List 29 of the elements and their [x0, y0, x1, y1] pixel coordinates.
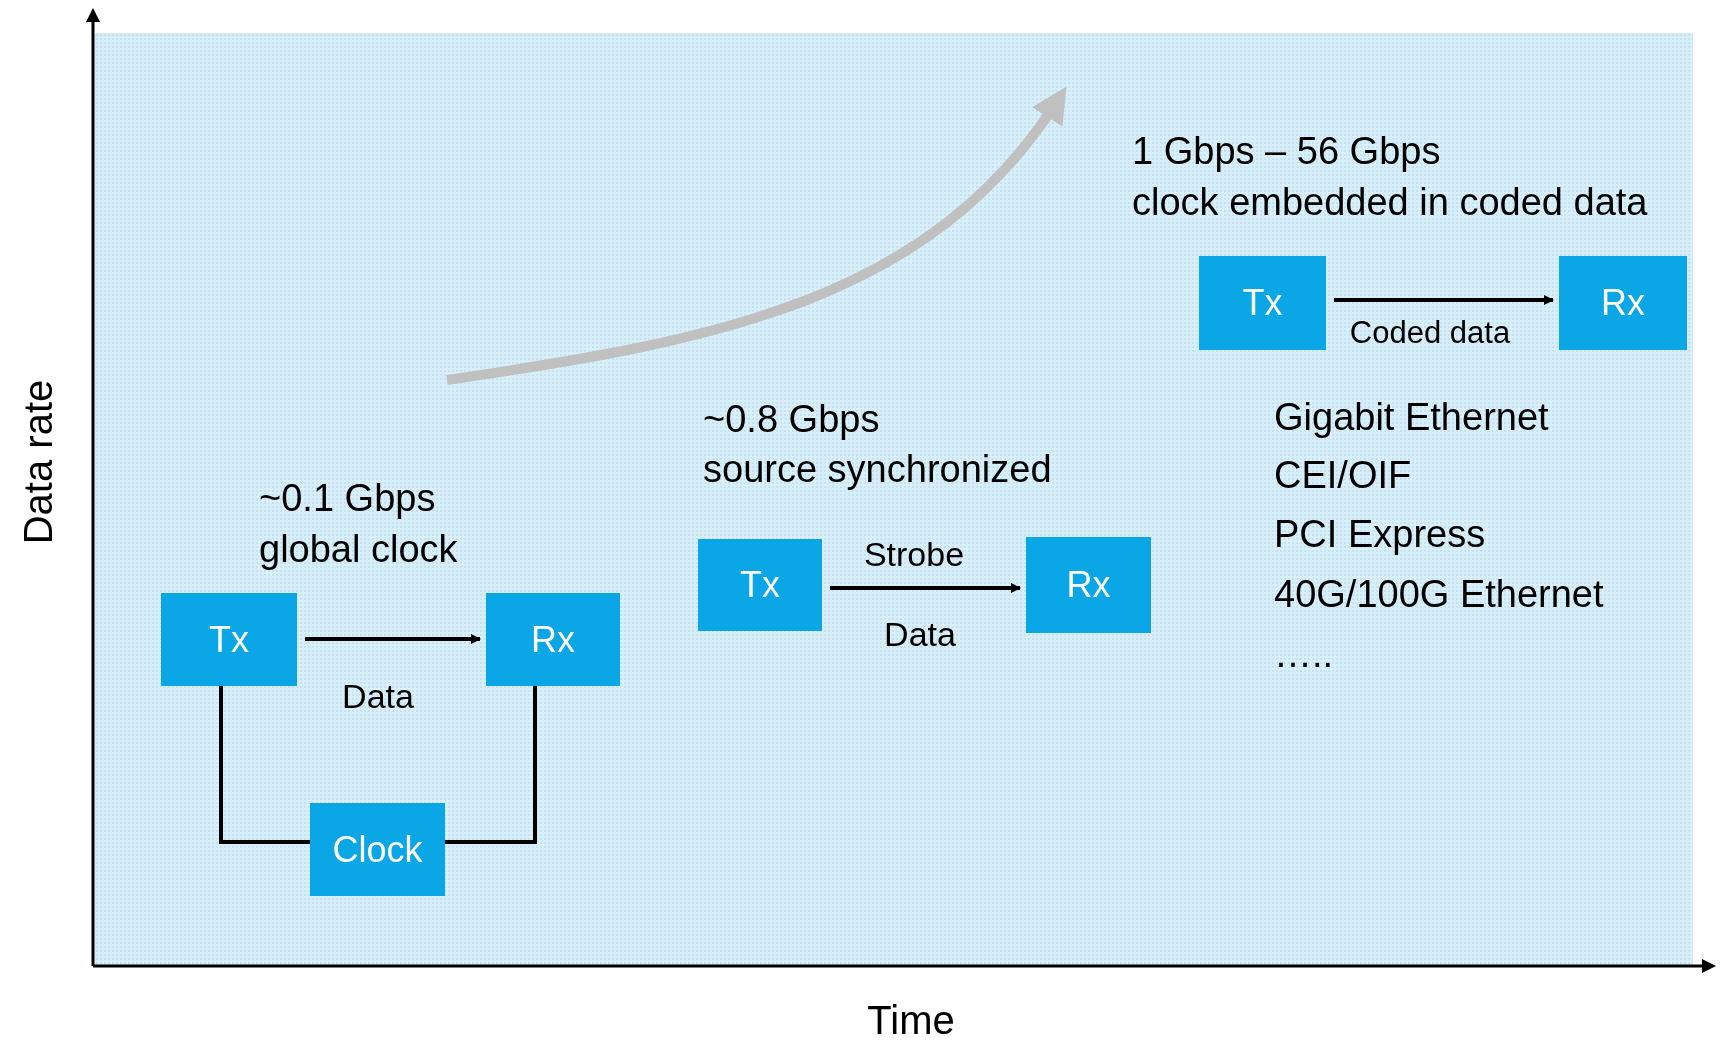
arrow [830, 583, 1021, 593]
arrow [305, 634, 481, 644]
axis-title: Data rate [18, 379, 58, 545]
edge-label: Data [342, 679, 414, 713]
list-item: ….. [1274, 635, 1334, 673]
annotation-text: clock embedded in coded data [1132, 183, 1648, 221]
block-box: Rx [486, 593, 620, 686]
connector-line [219, 686, 310, 844]
block-box: Tx [698, 539, 822, 631]
annotation-text: 1 Gbps – 56 Gbps [1132, 132, 1441, 170]
arrow [1334, 295, 1554, 305]
list-item: CEI/OIF [1274, 456, 1412, 494]
edge-label: Strobe [863, 537, 965, 571]
annotation-text: ~0.1 Gbps [259, 479, 436, 517]
connector-line [445, 686, 537, 844]
annotation-text: global clock [259, 530, 458, 568]
block-box: Rx [1559, 256, 1687, 350]
block-box: Tx [161, 593, 297, 686]
signal-name: Data [884, 617, 956, 651]
block-box: Clock [310, 803, 445, 896]
block-box: Rx [1026, 537, 1151, 633]
edge-label: Coded data [1349, 316, 1511, 348]
axis-title: Time [867, 1000, 955, 1040]
annotation-text: source synchronized [703, 450, 1052, 488]
annotation-text: ~0.8 Gbps [703, 400, 880, 438]
block-box: Tx [1199, 256, 1326, 350]
list-item: 40G/100G Ethernet [1274, 575, 1604, 613]
list-item: PCI Express [1274, 515, 1486, 553]
list-item: Gigabit Ethernet [1274, 398, 1549, 436]
